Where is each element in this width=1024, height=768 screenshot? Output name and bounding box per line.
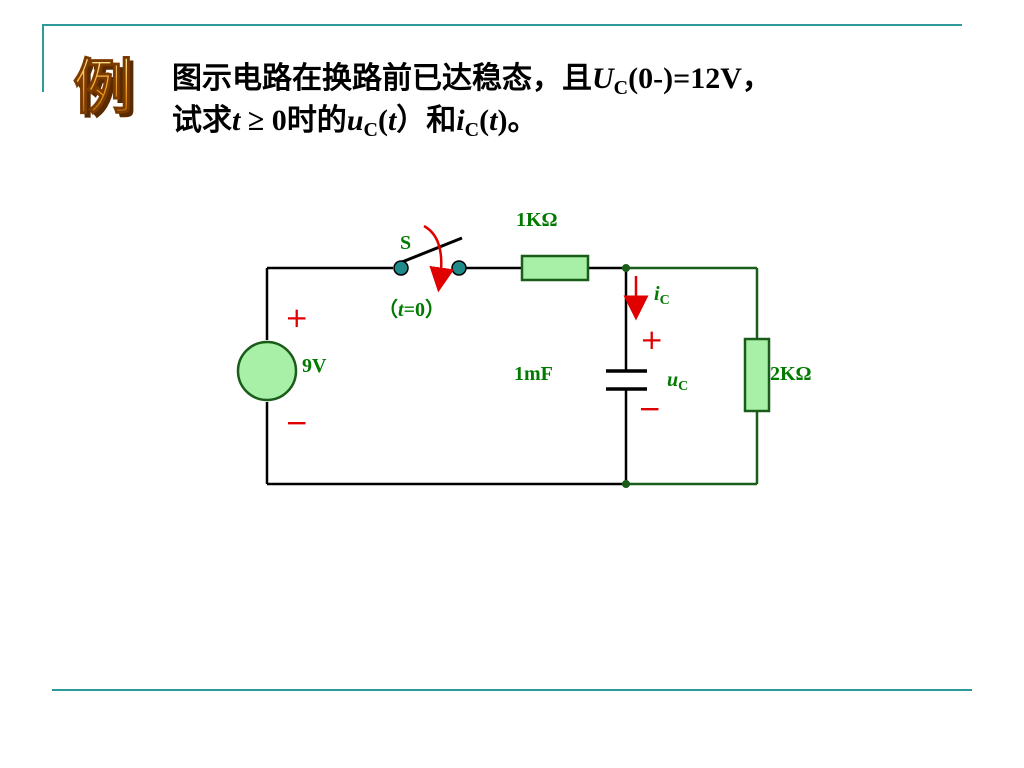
wires [265, 266, 628, 486]
capacitor-plus-sign: + [640, 323, 663, 356]
paren: ( [479, 104, 490, 137]
source-value-label: 9V [302, 355, 327, 377]
paren: ( [377, 104, 388, 137]
initial-voltage-value: (0-)=12V [628, 62, 742, 95]
resistor-2k-icon [743, 337, 771, 413]
punctuation: 。 [507, 103, 538, 138]
voltage-subscript: C [613, 77, 629, 99]
capacitor-icon [606, 369, 647, 391]
switch-label: S [400, 232, 411, 254]
ic-symbol: i [456, 104, 465, 137]
node-bottom [622, 480, 630, 488]
problem-statement-line-1: 图示电路在换路前已达稳态，且UC(0-)=12V， [172, 61, 772, 99]
node-top [622, 264, 630, 272]
voltage-symbol: U [592, 62, 614, 95]
ic-subscript: C [464, 119, 480, 141]
ic-label: iC [654, 283, 670, 308]
punctuation: ， [741, 61, 772, 96]
source-plus-sign: + [285, 301, 308, 334]
time-variable: t [232, 104, 241, 137]
right-branch-wires [626, 266, 759, 486]
paren: ) [497, 104, 508, 137]
problem-text: 和 [426, 103, 457, 138]
badge-shadow-glyph: 例 [77, 57, 137, 126]
capacitor-minus-sign: − [638, 392, 661, 425]
voltage-source-icon [236, 340, 298, 402]
bottom-rule [52, 689, 972, 691]
capacitor-label: 1mF [514, 363, 553, 385]
problem-statement-line-2: 试求t ≥ 0时的uC(t）和iC(t)。 [172, 103, 538, 141]
problem-text: 时的 [286, 103, 347, 138]
time-variable: t [489, 104, 498, 137]
badge-glyph: 例 [73, 53, 133, 123]
left-rule [42, 24, 44, 92]
switch-terminal-left [393, 260, 409, 276]
switch-arrow-icon [423, 224, 455, 293]
resistor-1k-icon [520, 254, 590, 282]
time-condition: ≥ 0 [240, 104, 287, 137]
source-minus-sign: − [285, 406, 308, 439]
top-rule [42, 24, 962, 26]
paren: ） [396, 103, 427, 138]
switch-terminal-right [451, 260, 467, 276]
switch-time-label: （t=0） [378, 298, 445, 321]
uc-subscript: C [363, 119, 378, 141]
time-variable: t [387, 104, 397, 137]
uc-label: uC [667, 369, 688, 394]
switch-blade [401, 236, 463, 264]
problem-text: 图示电路在换路前已达稳态，且 [172, 61, 592, 96]
example-badge-icon: 例 例 [73, 53, 138, 127]
resistor-2k-label: 2KΩ [770, 363, 812, 385]
uc-symbol: u [346, 104, 364, 137]
problem-text: 试求 [172, 103, 232, 138]
resistor-1k-label: 1KΩ [516, 209, 558, 231]
